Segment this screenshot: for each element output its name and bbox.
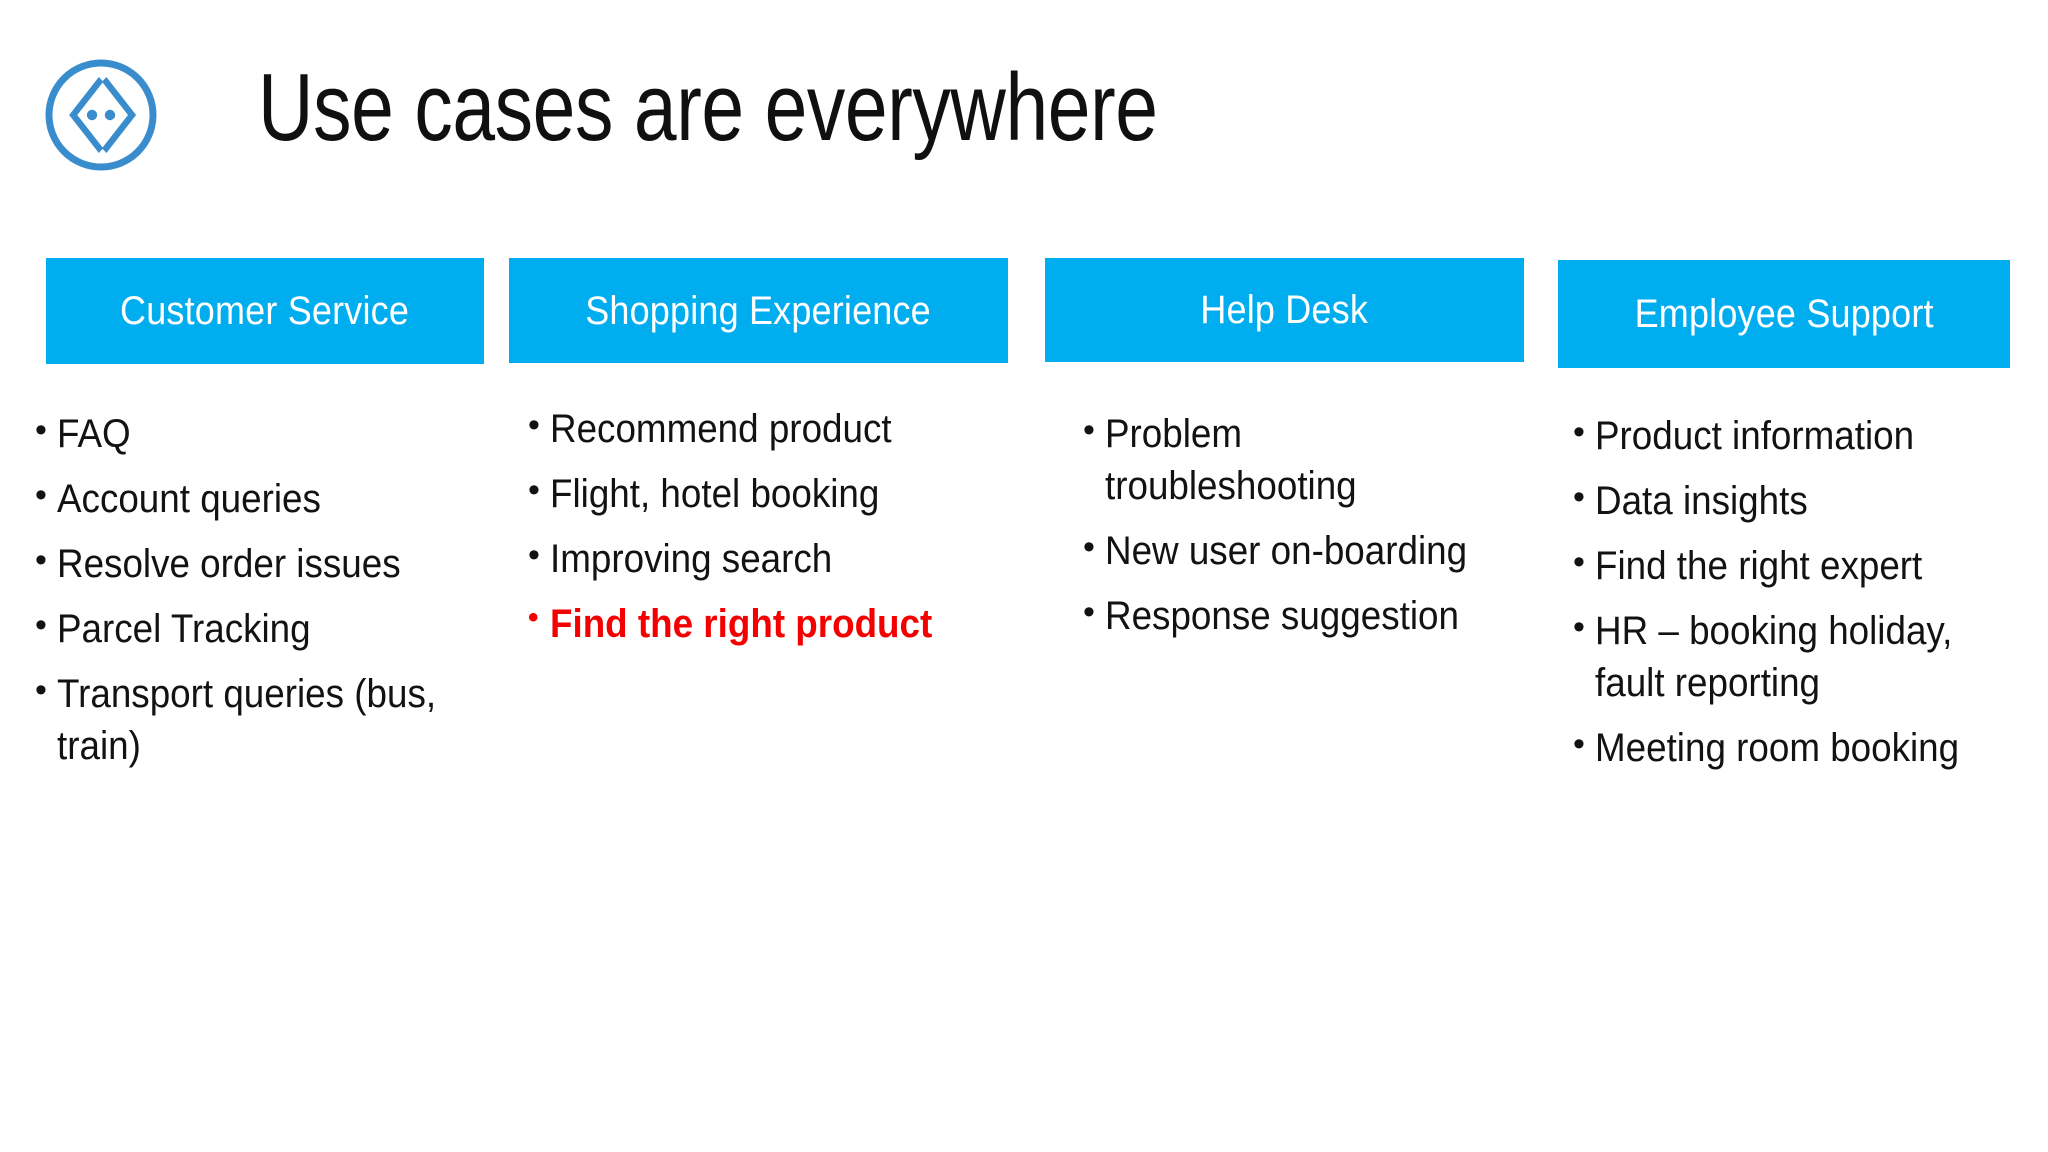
list-item: • Flight, hotel booking <box>528 468 1008 520</box>
list-item-label: FAQ <box>57 412 131 456</box>
list-item: • FAQ <box>35 408 487 460</box>
list-item-label: New user on-boarding <box>1105 529 1468 573</box>
list-item-label: Meeting room booking <box>1595 726 1960 770</box>
list-item-label: Improving search <box>550 537 833 581</box>
bullet-icon: • <box>1573 478 1585 516</box>
page-title: Use cases are everywhere <box>258 54 1158 161</box>
list-item: • Transport queries (bus, train) <box>35 668 487 772</box>
list-item: • New user on-boarding <box>1083 525 1533 577</box>
list-item-label: HR – booking holiday, fault reporting <box>1595 609 1953 705</box>
list-item-label: Flight, hotel booking <box>550 472 880 516</box>
list-item-label: Find the right product <box>550 602 933 646</box>
list-item: • Resolve order issues <box>35 538 487 590</box>
column-header-help-desk[interactable]: Help Desk <box>1045 258 1524 362</box>
list-item: • Account queries <box>35 473 487 525</box>
list-item: • Parcel Tracking <box>35 603 487 655</box>
bullet-icon: • <box>35 411 47 449</box>
column-header-label: Help Desk <box>1200 288 1369 332</box>
bullet-list-help-desk: • Problem troubleshooting • New user on-… <box>1083 408 1533 642</box>
column-header-label: Shopping Experience <box>585 288 932 333</box>
list-item: • Data insights <box>1573 475 2041 527</box>
bullet-list-employee-support: • Product information • Data insights • … <box>1573 410 2041 774</box>
bullet-icon: • <box>1573 608 1585 646</box>
list-item: • Response suggestion <box>1083 590 1533 642</box>
column-header-shopping-experience[interactable]: Shopping Experience <box>509 258 1008 363</box>
column-help-desk: Help Desk • Problem troubleshooting • Ne… <box>1045 258 1525 655</box>
bullet-icon: • <box>528 536 540 574</box>
bullet-icon: • <box>1083 593 1095 631</box>
bullet-list-customer-service: • FAQ • Account queries • Resolve order … <box>35 408 487 772</box>
list-item-label: Problem troubleshooting <box>1105 412 1357 508</box>
column-employee-support: Employee Support • Product information •… <box>1558 260 2012 787</box>
code-brackets-circle-icon <box>42 56 160 174</box>
list-item-label: Data insights <box>1595 479 1808 523</box>
bullet-icon: • <box>1083 528 1095 566</box>
list-item: • Find the right expert <box>1573 540 2041 592</box>
bullet-icon: • <box>35 606 47 644</box>
column-header-customer-service[interactable]: Customer Service <box>46 258 484 364</box>
column-customer-service: Customer Service • FAQ • Account queries… <box>35 258 486 785</box>
bullet-icon: • <box>1573 543 1585 581</box>
bullet-icon: • <box>1573 413 1585 451</box>
list-item-label: Parcel Tracking <box>57 607 311 651</box>
list-item-label: Recommend product <box>550 407 892 451</box>
list-item-label: Find the right expert <box>1595 544 1923 588</box>
list-item-highlighted: • Find the right product <box>528 598 1008 650</box>
bullet-icon: • <box>528 601 539 634</box>
bullet-icon: • <box>1083 411 1095 449</box>
list-item: • Improving search <box>528 533 1008 585</box>
list-item-label: Response suggestion <box>1105 594 1459 638</box>
bullet-icon: • <box>528 471 540 509</box>
column-header-label: Customer Service <box>120 289 410 333</box>
column-header-label: Employee Support <box>1634 292 1934 336</box>
bullet-icon: • <box>1573 725 1585 763</box>
list-item-label: Account queries <box>57 477 321 521</box>
list-item: • Recommend product <box>528 403 1008 455</box>
bullet-icon: • <box>35 671 47 709</box>
list-item-label: Transport queries (bus, train) <box>57 672 437 768</box>
bullet-icon: • <box>528 406 540 444</box>
bullet-list-shopping-experience: • Recommend product • Flight, hotel book… <box>528 403 1008 650</box>
list-item-label: Product information <box>1595 414 1915 458</box>
column-shopping-experience: Shopping Experience • Recommend product … <box>509 258 1009 663</box>
list-item-label: Resolve order issues <box>57 542 401 586</box>
list-item: • Meeting room booking <box>1573 722 2041 774</box>
list-item: • Product information <box>1573 410 2041 462</box>
slide-header: Use cases are everywhere <box>0 0 2048 212</box>
bullet-icon: • <box>35 541 47 579</box>
bullet-icon: • <box>35 476 47 514</box>
column-header-employee-support[interactable]: Employee Support <box>1558 260 2010 368</box>
list-item: • Problem troubleshooting <box>1083 408 1533 512</box>
list-item: • HR – booking holiday, fault reporting <box>1573 605 2041 709</box>
